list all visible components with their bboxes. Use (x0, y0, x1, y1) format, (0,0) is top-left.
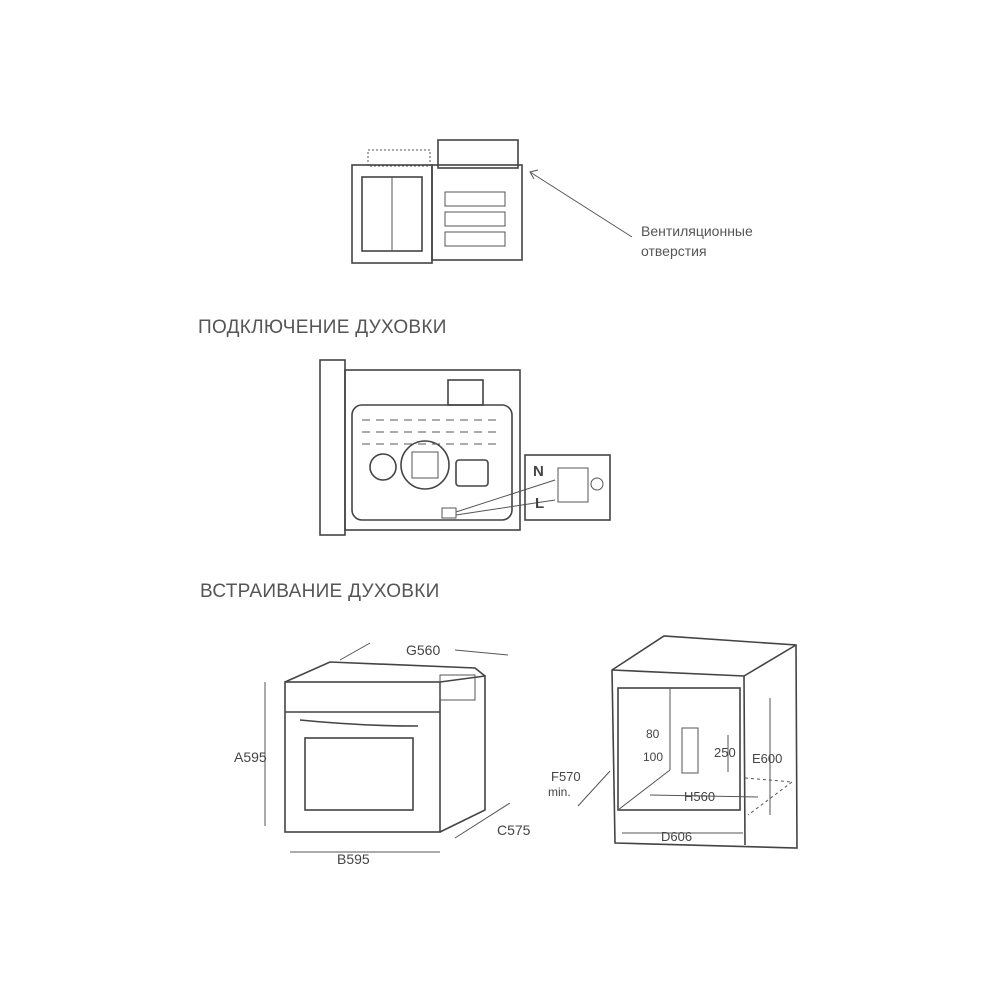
installation-title: ВСТРАИВАНИЕ ДУХОВКИ (200, 581, 440, 602)
terminal-n-label: N (533, 463, 544, 480)
dim-b595: B595 (337, 851, 370, 867)
dim-g560: G560 (406, 642, 440, 658)
dim-100: 100 (643, 750, 663, 764)
ventilation-label: Вентиляционные отверстия (641, 221, 753, 261)
dim-f570: F570 (551, 769, 581, 784)
dim-a595: A595 (234, 749, 267, 765)
dim-d606: D606 (661, 829, 692, 844)
dim-c575: C575 (497, 822, 531, 838)
dim-f570-min: min. (548, 785, 571, 799)
terminal-l-label: L (535, 495, 544, 512)
dim-80: 80 (646, 727, 660, 741)
oven-ventilation-sketch (351, 139, 633, 264)
ventilation-label-line1: Вентиляционные (641, 223, 753, 239)
ventilation-label-line2: отверстия (641, 243, 707, 259)
dim-h560: H560 (684, 789, 715, 804)
oven-connection-sketch: N L (319, 359, 611, 536)
dim-e600: E600 (752, 751, 782, 766)
oven-dimension-drawing: A595 B595 C575 G560 (234, 642, 531, 867)
niche-dimension-drawing: E600 D606 H560 F570 min. 80 100 250 (548, 635, 798, 849)
connection-title: ПОДКЛЮЧЕНИЕ ДУХОВКИ (198, 317, 447, 338)
dim-250: 250 (714, 745, 736, 760)
